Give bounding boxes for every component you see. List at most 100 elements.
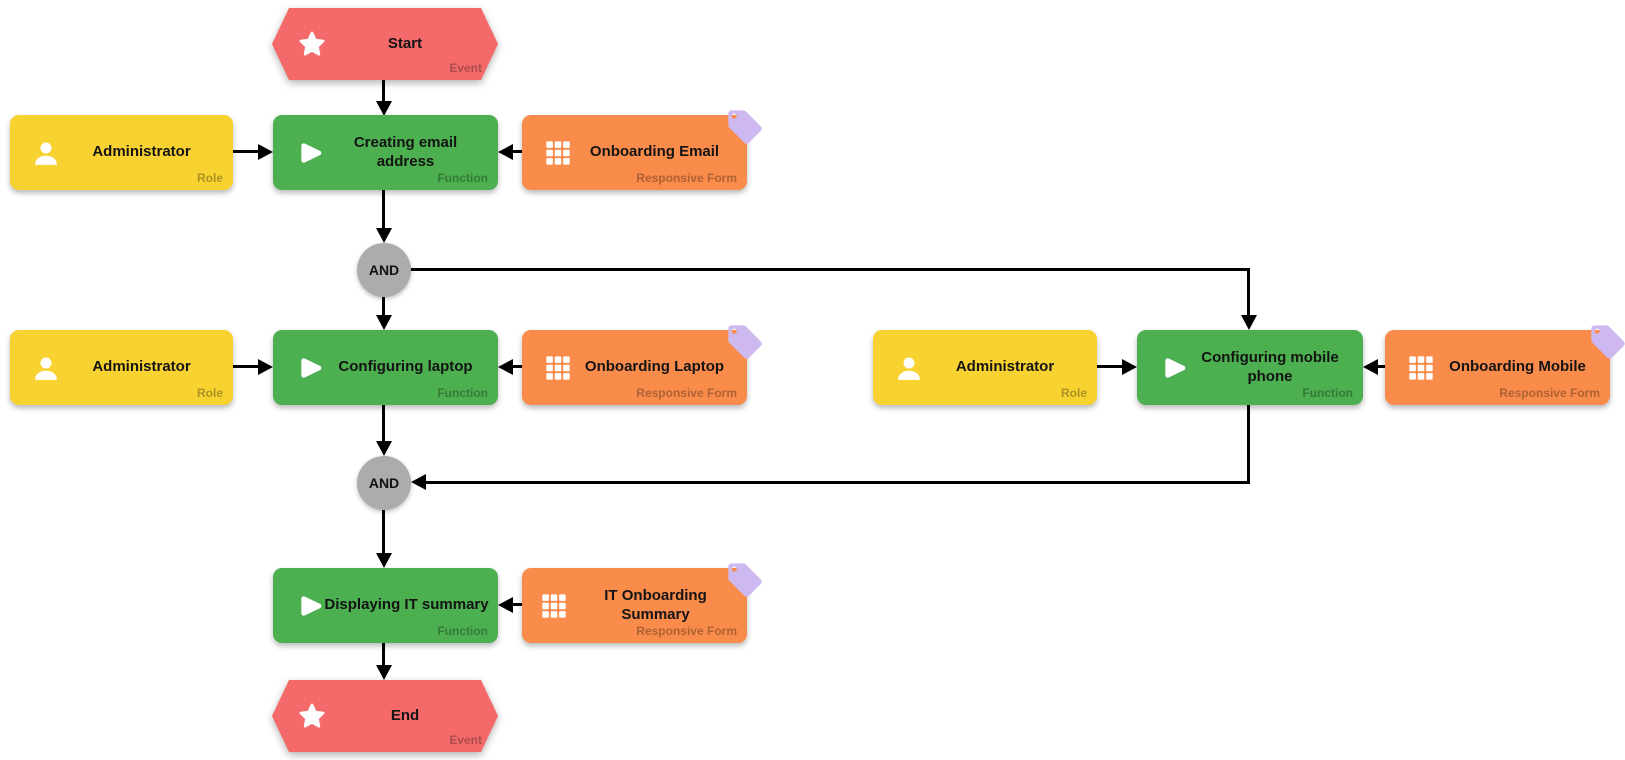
function-node-displaying-summary[interactable]: Displaying IT summary Function (273, 568, 498, 643)
function-node-creating-email[interactable]: Creating email address Function (273, 115, 498, 190)
node-type-label: Role (1060, 386, 1087, 400)
form-node-onboarding-summary[interactable]: IT Onboarding Summary Responsive Form (522, 563, 762, 643)
star-icon-svg (297, 29, 327, 59)
connector-node-and-join[interactable]: AND (357, 456, 411, 510)
tag-icon-svg (728, 325, 762, 359)
connector-node-and-split[interactable]: AND (357, 243, 411, 297)
function-node-configuring-laptop[interactable]: Configuring laptop Function (273, 330, 498, 405)
edge-segment (382, 510, 385, 554)
edge-segment (1378, 365, 1385, 368)
event-node-end[interactable]: End Event (272, 680, 498, 752)
play-icon-svg (301, 142, 322, 163)
role-node-administrator-laptop[interactable]: Administrator Role (10, 330, 233, 405)
tag-icon (725, 560, 765, 600)
edge-segment (382, 405, 385, 442)
arrowhead-left-icon (411, 474, 426, 490)
play-icon (293, 590, 325, 622)
node-label: Onboarding Mobile (1449, 358, 1586, 376)
node-label: End (390, 706, 420, 724)
arrowhead-right-icon (1122, 359, 1137, 375)
connector-label: AND (368, 262, 400, 278)
tag-icon-svg (728, 110, 762, 144)
person-icon-svg (898, 357, 920, 380)
edge-segment (382, 190, 385, 229)
edge-segment (382, 297, 385, 317)
node-type-label: Function (1302, 386, 1353, 400)
event-shape: End Event (272, 680, 498, 752)
grid-icon-svg (542, 593, 566, 618)
edge-segment (513, 603, 522, 606)
form-node-onboarding-laptop[interactable]: Onboarding Laptop Responsive Form (522, 325, 762, 405)
node-label: Configuring laptop (338, 358, 473, 376)
grid-icon-svg (1409, 355, 1433, 380)
edge-segment (513, 365, 522, 368)
node-label: Administrator (955, 358, 1055, 376)
node-label: Onboarding Laptop (584, 358, 725, 376)
play-icon (1157, 352, 1189, 384)
play-icon (293, 352, 325, 384)
node-type-label: Function (437, 624, 488, 638)
node-type-label: Event (449, 61, 482, 75)
play-icon (293, 137, 325, 169)
role-node-administrator-mobile[interactable]: Administrator Role (873, 330, 1097, 405)
person-icon-svg (35, 142, 57, 165)
node-label: Onboarding Email (589, 143, 720, 161)
node-label: Administrator (92, 143, 191, 161)
edge-segment (382, 80, 385, 102)
edge-segment (1247, 405, 1250, 484)
grid-icon (538, 590, 570, 622)
node-label: Creating email address (353, 133, 458, 170)
arrowhead-down-icon (376, 228, 392, 243)
node-label: Start (387, 34, 423, 52)
arrowhead-left-icon (498, 359, 513, 375)
arrowhead-down-icon (376, 665, 392, 680)
star-icon (296, 28, 328, 60)
edge-segment (426, 481, 1250, 484)
person-icon-svg (35, 357, 57, 380)
arrowhead-down-icon (376, 101, 392, 116)
arrowhead-left-icon (498, 144, 513, 160)
function-node-configuring-mobile[interactable]: Configuring mobile phone Function (1137, 330, 1363, 405)
grid-icon-svg (546, 355, 570, 380)
star-icon-svg (297, 701, 327, 731)
tag-icon (725, 107, 765, 147)
arrowhead-down-icon (376, 553, 392, 568)
arrowhead-down-icon (376, 441, 392, 456)
arrowhead-left-icon (498, 597, 513, 613)
node-type-label: Function (437, 386, 488, 400)
person-icon (30, 352, 62, 384)
tag-icon (1588, 322, 1625, 362)
form-node-onboarding-mobile[interactable]: Onboarding Mobile Responsive Form (1385, 325, 1625, 405)
person-icon (30, 137, 62, 169)
person-icon (893, 352, 925, 384)
arrowhead-right-icon (258, 144, 273, 160)
edge-segment (1097, 365, 1123, 368)
event-node-start[interactable]: Start Event (272, 8, 498, 80)
node-type-label: Role (196, 171, 223, 185)
role-node-administrator-email[interactable]: Administrator Role (10, 115, 233, 190)
grid-icon (1405, 352, 1437, 384)
arrowhead-right-icon (258, 359, 273, 375)
node-type-label: Event (449, 733, 482, 747)
node-type-label: Responsive Form (636, 624, 737, 638)
form-node-onboarding-email[interactable]: Onboarding Email Responsive Form (522, 110, 762, 190)
event-shape: Start Event (272, 8, 498, 80)
node-label: Configuring mobile phone (1201, 348, 1339, 385)
node-label: IT Onboarding Summary (604, 586, 707, 623)
tag-icon (725, 322, 765, 362)
play-icon-svg (1165, 357, 1186, 378)
tag-icon-svg (1591, 325, 1625, 359)
node-type-label: Responsive Form (636, 386, 737, 400)
